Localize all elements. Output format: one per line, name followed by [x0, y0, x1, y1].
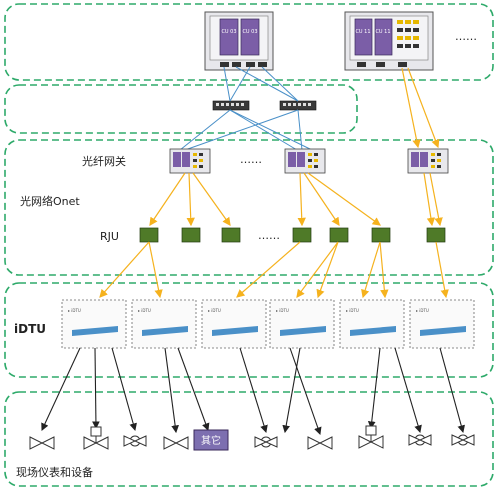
switch-icon: [279, 100, 317, 111]
ellipsis-controllers: ……: [455, 30, 477, 43]
butterfly-valve-icon: [254, 436, 278, 448]
valve-icon: [307, 436, 333, 450]
zone-controllers: [4, 3, 494, 81]
signal-links: [41, 347, 465, 436]
butterfly-valve-icon: [123, 435, 147, 447]
idtu-module-icon: ▸ iDTU: [131, 299, 197, 349]
cpu-label: CU 11: [375, 29, 390, 35]
rju-module-icon: [181, 227, 201, 243]
controller-rack-right: CU 11 CU 11: [344, 11, 434, 71]
idtu-module-icon: ▸ iDTU: [201, 299, 267, 349]
field-devices: [29, 425, 475, 451]
cpu-module: [374, 18, 393, 56]
svg-text:▸ iDTU: ▸ iDTU: [208, 308, 221, 313]
rju-row: [139, 227, 446, 243]
idtu-row: ▸ iDTU ▸ iDTU ▸ iDTU ▸ iDTU ▸ iDTU ▸ iDT…: [61, 299, 475, 349]
fiber-links-idtu: [99, 241, 449, 299]
field-devices-label: 现场仪表和设备: [16, 465, 93, 479]
fiber-links-rju: [149, 172, 443, 227]
rju-module-icon: [139, 227, 159, 243]
rju-module-icon: [221, 227, 241, 243]
network-label: 光网络Onet: [20, 194, 80, 208]
butterfly-valve-icon: [408, 434, 432, 446]
actuator-valve-icon: [83, 426, 109, 450]
cpu-module: [240, 18, 260, 56]
cpu-label: CU 03: [221, 29, 236, 35]
svg-text:▸ iDTU: ▸ iDTU: [276, 308, 289, 313]
valve-icon: [163, 436, 189, 450]
idtu-label: iDTU: [14, 322, 46, 336]
butterfly-valve-icon: [451, 434, 475, 446]
zone-field-devices: [4, 391, 494, 487]
zone-idtu: [4, 282, 494, 378]
cpu-module: [354, 18, 373, 56]
rju-module-icon: [292, 227, 312, 243]
switch-icon: [212, 100, 250, 111]
rju-module-icon: [426, 227, 446, 243]
cpu-label: CU 11: [355, 29, 370, 35]
gateway-icon: [407, 148, 449, 174]
ethernet-links: [179, 66, 313, 151]
gateway-icon: [169, 148, 211, 174]
fiber-links-top: [401, 67, 440, 149]
gateway-label: 光纤网关: [82, 154, 126, 168]
valve-icon: [29, 436, 55, 450]
svg-text:▸ iDTU: ▸ iDTU: [416, 308, 429, 313]
actuator-valve-icon: [358, 425, 384, 449]
idtu-module-icon: ▸ iDTU: [269, 299, 335, 349]
rju-label: RJU: [100, 230, 119, 243]
idtu-module-icon: ▸ iDTU: [61, 299, 127, 349]
idtu-module-icon: ▸ iDTU: [409, 299, 475, 349]
svg-text:▸ iDTU: ▸ iDTU: [138, 308, 151, 313]
zone-optical-network: [4, 139, 494, 276]
other-device-box: [193, 429, 229, 451]
gateway-icon: [284, 148, 326, 174]
rju-module-icon: [371, 227, 391, 243]
rju-module-icon: [329, 227, 349, 243]
idtu-module-icon: ▸ iDTU: [339, 299, 405, 349]
ellipsis-gateways: ……: [240, 153, 262, 166]
svg-text:▸ iDTU: ▸ iDTU: [346, 308, 359, 313]
svg-text:▸ iDTU: ▸ iDTU: [68, 308, 81, 313]
zone-switches: [4, 84, 358, 134]
other-device-label: 其它: [201, 434, 221, 447]
controller-rack-left: CU 03 CU 03: [204, 11, 274, 71]
cpu-module: [219, 18, 239, 56]
cpu-label: CU 03: [242, 29, 257, 35]
ellipsis-rju: ……: [258, 229, 280, 242]
